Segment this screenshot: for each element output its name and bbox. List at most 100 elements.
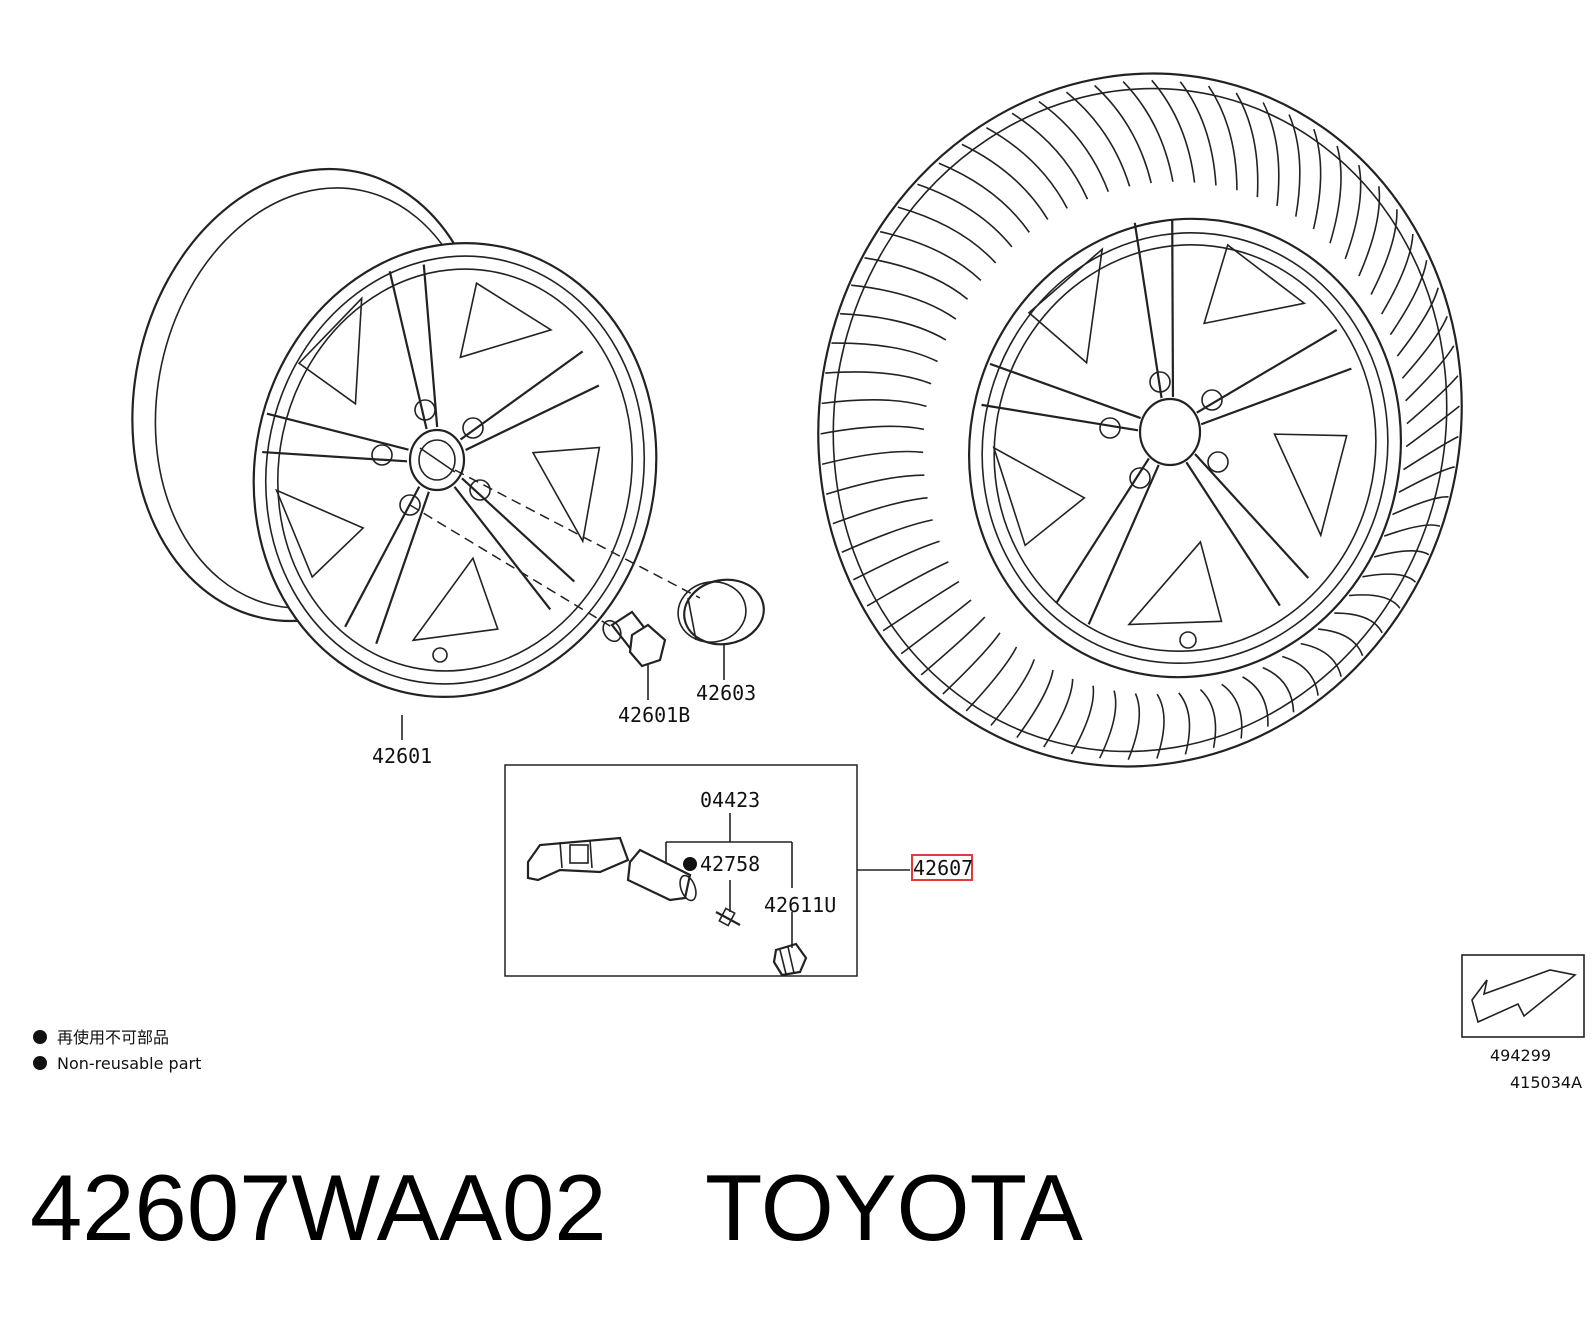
tread-groove — [1151, 79, 1196, 183]
tread-groove — [1122, 80, 1174, 182]
spoke-line — [465, 384, 600, 451]
tread-groove — [1334, 612, 1383, 634]
tread-groove — [1207, 85, 1238, 191]
spoke-window — [531, 446, 601, 544]
tread-groove — [938, 162, 1030, 233]
tread-groove — [1358, 186, 1381, 277]
spoke-line — [1185, 461, 1281, 607]
spoke-window — [275, 488, 365, 579]
callout-42601b: 42601B — [618, 703, 690, 727]
tread-groove — [1016, 669, 1054, 739]
callout-42607[interactable]: 42607 — [913, 856, 973, 880]
tread-groove — [1038, 100, 1110, 193]
tread-groove — [897, 206, 997, 264]
bullet-icon — [33, 1030, 47, 1044]
spoke-line — [453, 486, 552, 611]
tread-groove — [1318, 628, 1364, 657]
tread-groove — [1094, 84, 1152, 184]
figure-ref: 415034A — [1510, 1073, 1582, 1092]
tread-groove — [1383, 524, 1441, 537]
spoke-line — [1087, 464, 1160, 625]
tread-groove — [864, 257, 969, 300]
tread-groove — [831, 342, 938, 363]
tread-groove — [851, 284, 957, 320]
tread-groove — [961, 143, 1049, 220]
tread-groove — [841, 519, 933, 553]
tread-groove — [879, 230, 982, 282]
valve-core-drawing — [715, 907, 741, 927]
spoke-line — [388, 271, 428, 430]
tread-groove — [1156, 693, 1165, 759]
tread-groove — [1312, 128, 1322, 230]
brand-title: TOYOTA — [705, 1155, 1083, 1260]
tread-groove — [1405, 405, 1460, 448]
valve-stem-drawing — [626, 848, 697, 902]
tread-groove — [825, 474, 925, 496]
tread-groove — [1221, 683, 1243, 739]
tread-groove — [1380, 233, 1414, 315]
tread-groove — [1098, 690, 1117, 759]
tread-groove — [1179, 81, 1217, 186]
legend-jp: 再使用不可部品 — [57, 1028, 169, 1047]
spoke-window — [1127, 540, 1223, 626]
spoke-line — [422, 264, 439, 428]
spoke-line — [262, 450, 408, 463]
lug-bolt-drawing — [602, 610, 667, 668]
valve-cap-drawing — [772, 942, 808, 977]
legend-en: Non-reusable part — [57, 1054, 201, 1073]
tread-groove — [832, 496, 928, 525]
tread-groove — [1389, 260, 1428, 336]
spoke-window — [297, 296, 363, 406]
spoke-line — [1055, 457, 1150, 604]
tread-groove — [1329, 145, 1342, 244]
tread-groove — [1281, 655, 1319, 696]
spoke-line — [1133, 222, 1163, 399]
spoke-line — [981, 403, 1139, 432]
tread-groove — [1065, 91, 1131, 187]
tread-groove — [866, 561, 949, 607]
tread-groove — [965, 646, 1018, 712]
tread-groove — [1370, 209, 1398, 295]
spoke-window — [1027, 247, 1104, 365]
tread-groove — [1178, 692, 1191, 755]
tread-groove — [1199, 689, 1217, 748]
tread-groove — [1398, 466, 1455, 493]
spoke-window — [992, 446, 1086, 547]
callout-04423: 04423 — [700, 788, 760, 812]
callout-42601: 42601 — [372, 744, 432, 768]
wheel-drawing — [131, 167, 658, 698]
tread-groove — [1344, 164, 1362, 260]
tread-groove — [1396, 287, 1439, 357]
tpms-sensor-drawing — [526, 836, 630, 882]
tread-groove — [1288, 114, 1301, 217]
tread-groove — [1070, 685, 1095, 755]
tread-groove — [1300, 642, 1342, 677]
tread-groove — [821, 450, 924, 466]
tread-groove — [1362, 573, 1417, 583]
spoke-line — [1196, 328, 1338, 414]
tread-groove — [1262, 102, 1280, 207]
arrow-box-code: 494299 — [1490, 1046, 1551, 1065]
tread-groove — [825, 371, 932, 385]
tread-groove — [1235, 92, 1259, 198]
highlight-box — [911, 854, 973, 881]
tread-groove — [1405, 345, 1455, 402]
callout-42611u: 42611U — [764, 893, 836, 917]
part-number-title: 42607WAA02 — [30, 1155, 607, 1260]
spoke-line — [1200, 367, 1352, 426]
tread-groove — [920, 616, 986, 676]
spoke-window — [1202, 243, 1307, 325]
tread-groove — [1392, 496, 1449, 516]
callout-42603: 42603 — [696, 681, 756, 705]
orientation-box — [1461, 954, 1585, 1038]
spoke-line — [266, 412, 409, 451]
spoke-line — [344, 486, 421, 628]
spoke-line — [461, 477, 576, 583]
tread-groove — [1401, 316, 1448, 379]
spoke-line — [1194, 453, 1310, 579]
arrow-icon — [1471, 969, 1577, 1024]
tread-groove — [820, 425, 924, 435]
spoke-line — [375, 491, 430, 645]
tread-groove — [1043, 678, 1074, 748]
